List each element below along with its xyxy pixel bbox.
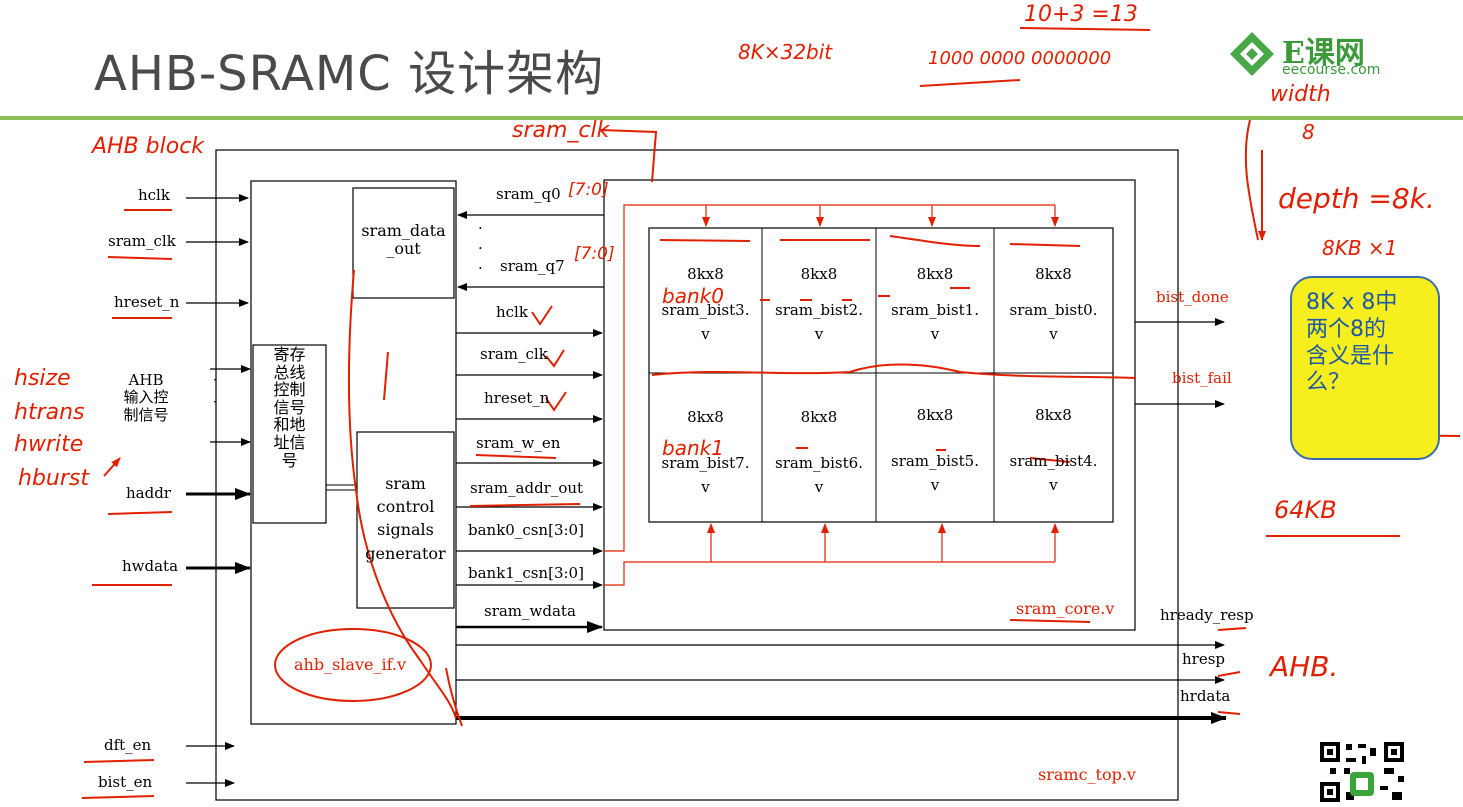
annot-hwrite: hwrite: [14, 432, 84, 457]
slave-if-circle: [274, 628, 432, 702]
logo-diamond-icon: [1230, 32, 1274, 76]
qr-code: [1318, 740, 1406, 804]
logo-name: E课网: [1282, 36, 1365, 71]
signal-bank1-csn: bank1_csn[3:0]: [468, 564, 584, 582]
output-hready-resp: hready_resp: [1160, 606, 1254, 624]
annot-sram-clk: sram_clk: [512, 118, 610, 143]
input-haddr: haddr: [126, 484, 171, 502]
output-bist-fail: bist_fail: [1172, 369, 1232, 387]
reg-bus-block-label: 寄存总线控制信号和地址信号: [273, 345, 306, 470]
reg-bus-block: [252, 344, 327, 524]
signal-sram-clk: sram_clk: [480, 345, 548, 363]
logo: E课网 eecourse.com: [1226, 28, 1416, 84]
sram-grid: [648, 227, 1114, 523]
input-hreset-n: hreset_n: [114, 293, 180, 311]
signal-hreset-n: hreset_n: [484, 389, 550, 407]
sram-core-box: [603, 179, 1136, 631]
signal-dots-3: ·: [478, 259, 483, 277]
input-sram-clk: sram_clk: [108, 232, 176, 250]
input-dft-en: dft_en: [104, 736, 152, 754]
question-note: 8K x 8中 两个8的 含义是什 么？: [1290, 276, 1440, 460]
annot-ahb: AHB.: [1270, 650, 1339, 683]
annot-bank0: bank0: [662, 284, 724, 308]
annot-10-plus-3: 10+3 =13: [1024, 2, 1138, 27]
annot-hsize: hsize: [14, 366, 71, 391]
signal-hclk: hclk: [496, 303, 528, 321]
ahb-slave-if-label: ahb_slave_if.v: [294, 655, 407, 674]
signal-bank0-csn: bank0_csn[3:0]: [468, 521, 584, 539]
signal-sram-wdata: sram_wdata: [484, 602, 576, 620]
svg-text:·: ·: [213, 373, 217, 387]
annot-q0-width: [7:0]: [568, 180, 609, 200]
svg-text:·: ·: [213, 395, 217, 409]
output-hrdata: hrdata: [1180, 687, 1231, 705]
output-bist-done: bist_done: [1156, 288, 1229, 306]
annot-bank1: bank1: [662, 436, 724, 460]
sram-data-out-label: sram_data_out: [361, 221, 446, 259]
annot-8kx32bit: 8K×32bit: [738, 40, 833, 64]
annot-8kb: 8KB ×1: [1322, 236, 1398, 260]
annot-hburst: hburst: [18, 466, 89, 491]
signal-dots-1: ·: [478, 219, 483, 237]
signal-sram-addr-out: sram_addr_out: [470, 479, 584, 497]
signal-sram-w-en: sram_w_en: [476, 434, 561, 452]
signal-sram-q0: sram_q0: [496, 185, 561, 203]
sram-ctrl-block: [356, 431, 455, 609]
annot-ahb-block: AHB block: [92, 134, 205, 159]
sramc-top-label: sramc_top.v: [1038, 765, 1136, 784]
page-title: AHB-SRAMC 设计架构: [94, 46, 605, 102]
logo-url: eecourse.com: [1282, 62, 1381, 78]
output-hresp: hresp: [1182, 650, 1226, 668]
annot-htrans: htrans: [14, 400, 85, 425]
ahb-slave-if-box: [250, 180, 457, 725]
signal-dots-2: ·: [478, 239, 483, 257]
annot-depth: depth =8k.: [1278, 182, 1435, 215]
input-hwdata: hwdata: [122, 557, 179, 575]
signal-sram-q7: sram_q7: [500, 257, 565, 275]
sram-core-label: sram_core.v: [1016, 599, 1115, 618]
input-hclk: hclk: [138, 186, 170, 204]
annot-binary: 1000 0000 0000000: [928, 48, 1112, 69]
annot-width-val: 8: [1302, 120, 1315, 144]
annot-width: width: [1270, 82, 1331, 107]
input-bist-en: bist_en: [98, 773, 153, 791]
annot-q7-width: [7:0]: [574, 244, 615, 264]
sramc-top-box: [215, 149, 1179, 801]
annot-64kb: 64KB: [1274, 496, 1337, 524]
sram-data-out-block: [352, 187, 455, 299]
